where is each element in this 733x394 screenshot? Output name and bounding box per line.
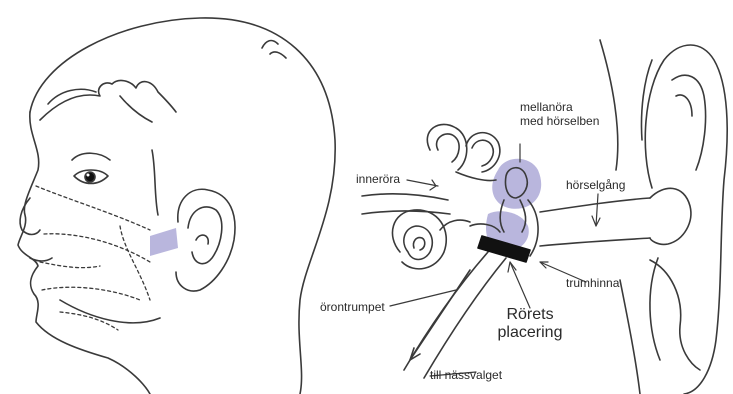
label-rorets-line2: placering: [482, 324, 578, 342]
child-head-drawing: [18, 18, 335, 394]
label-mellanora: mellanöra med hörselben: [520, 100, 599, 128]
label-rorets-line1: Rörets: [482, 306, 578, 324]
label-till-nassvalget: till nässvalget: [430, 368, 502, 382]
label-mellanora-line1: mellanöra: [520, 100, 599, 114]
label-mellanora-line2: med hörselben: [520, 114, 599, 128]
label-trumhinna: trumhinna: [566, 276, 619, 290]
label-innerora: inneröra: [356, 172, 400, 186]
label-horselgang: hörselgång: [566, 178, 625, 192]
label-rorets-placering: Rörets placering: [482, 306, 578, 342]
label-orontrumpet: örontrumpet: [320, 300, 385, 314]
